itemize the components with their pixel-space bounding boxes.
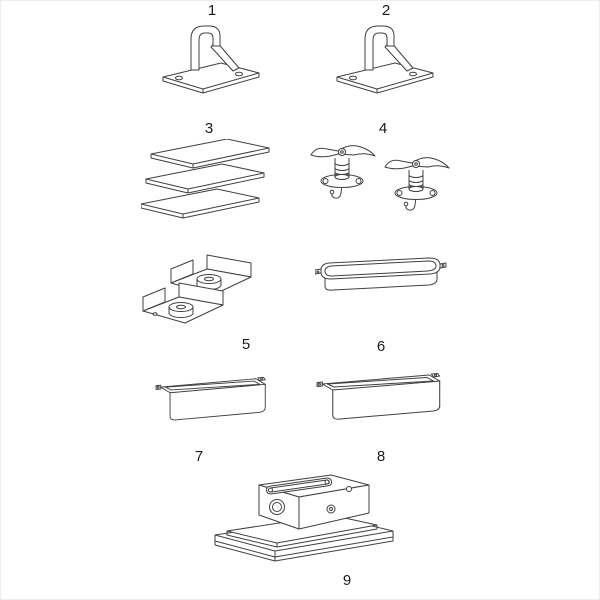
part-5: 5 bbox=[139, 247, 257, 355]
corner-bracket-pair-icon bbox=[139, 247, 257, 335]
cam-lever-pair-icon bbox=[307, 139, 459, 225]
part-number-label: 5 bbox=[241, 336, 251, 353]
part-number-label: 2 bbox=[381, 2, 391, 19]
base-assembly-icon bbox=[213, 463, 397, 567]
part-number-label: 3 bbox=[204, 120, 214, 137]
part-number-label: 7 bbox=[194, 448, 204, 465]
part-number-label: 8 bbox=[376, 448, 386, 465]
part-4: 4 bbox=[307, 119, 459, 225]
part-number-label: 9 bbox=[342, 572, 352, 589]
open-tray-icon bbox=[153, 375, 273, 431]
part-7: 7 bbox=[151, 375, 275, 467]
hook-bracket-icon bbox=[159, 21, 265, 97]
part-1: 1 bbox=[159, 1, 265, 97]
hook-bracket-icon bbox=[333, 21, 439, 97]
part-9: 9 bbox=[213, 463, 397, 591]
part-number-label: 4 bbox=[378, 120, 388, 137]
part-3: 3 bbox=[141, 119, 277, 221]
part-number-label: 1 bbox=[207, 2, 217, 19]
part-number-label: 6 bbox=[376, 338, 386, 355]
open-tray-icon bbox=[316, 371, 446, 431]
part-2: 2 bbox=[333, 1, 439, 97]
shallow-tray-icon bbox=[315, 253, 447, 309]
plate-stack-icon bbox=[141, 139, 277, 221]
part-8: 8 bbox=[315, 371, 447, 467]
part-6: 6 bbox=[315, 253, 447, 357]
